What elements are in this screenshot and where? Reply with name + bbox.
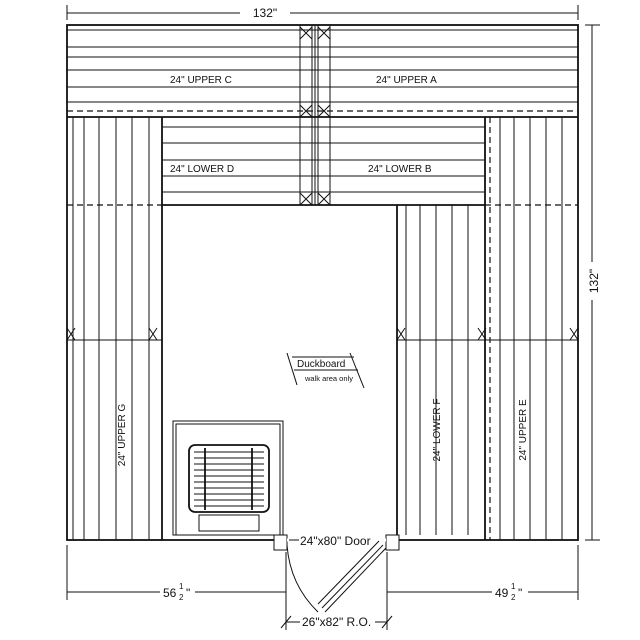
right-offset-den: 2 xyxy=(511,593,516,602)
right-dimension: 132" xyxy=(585,24,601,541)
center-supports xyxy=(299,24,331,206)
duckboard-note: walk area only xyxy=(304,374,353,383)
bench-upper-g-label: 24" UPPER G xyxy=(117,404,128,467)
left-offset-num: 1 xyxy=(179,582,184,591)
heater xyxy=(172,420,284,536)
door-label: 24"x80" Door xyxy=(300,534,371,548)
right-offset-inch: " xyxy=(518,586,522,600)
bench-upper-a-label: 24" UPPER A xyxy=(376,75,437,86)
duckboard-label: Duckboard walk area only xyxy=(286,352,365,389)
depth-label: 132" xyxy=(587,269,601,293)
bench-lower-f-label: 24" LOWER F xyxy=(432,398,443,461)
top-dimension: 132" xyxy=(66,5,579,20)
bench-lower-d-label: 24" LOWER D xyxy=(170,164,234,175)
duckboard-title: Duckboard xyxy=(297,359,345,370)
bottom-dimensions: 56 1 2 " 49 1 2 " 26"x82" R.O. xyxy=(66,545,579,630)
left-offset-den: 2 xyxy=(179,593,184,602)
width-label: 132" xyxy=(253,6,277,20)
bench-upper-e-label: 24" UPPER E xyxy=(518,399,529,461)
right-offset-num: 1 xyxy=(511,582,516,591)
left-offset-whole: 56 xyxy=(163,586,177,600)
right-offset-whole: 49 xyxy=(495,586,509,600)
rough-opening-label: 26"x82" R.O. xyxy=(302,615,371,629)
bench-lower-b-label: 24" LOWER B xyxy=(368,164,432,175)
lower-bench-back: 24" LOWER D 24" LOWER B xyxy=(161,117,485,540)
upper-bench-top: 24" UPPER C 24" UPPER A xyxy=(67,29,578,118)
benches-right: 24" LOWER F 24" UPPER E xyxy=(396,117,579,540)
upper-bench-left: 24" UPPER G xyxy=(66,117,162,540)
bench-upper-c-label: 24" UPPER C xyxy=(170,75,232,86)
door: 24"x80" Door xyxy=(273,534,400,613)
left-offset-inch: " xyxy=(186,586,190,600)
